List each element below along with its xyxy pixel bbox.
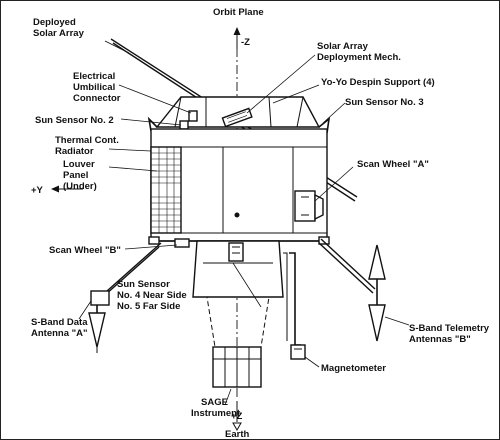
plus-y-arrow-icon — [51, 185, 59, 193]
label-thermal-radiator-2: Radiator — [55, 146, 94, 157]
label-louver-panel-2: Panel — [63, 170, 88, 181]
label-solar-array-mech-1: Solar Array — [317, 41, 369, 52]
louver-panel — [150, 146, 182, 234]
label-sun-sensor-3: Sun Sensor No. 3 — [345, 97, 424, 108]
label-scan-wheel-b: Scan Wheel "B" — [49, 245, 121, 256]
label-electrical-umbilical-1: Electrical — [73, 71, 115, 82]
lower-adapter — [192, 240, 306, 360]
electrical-umbilical-connector — [188, 110, 198, 122]
yoyo-support-left — [147, 116, 158, 132]
label-sun-sensor-2: Sun Sensor No. 2 — [35, 115, 114, 126]
label-sage-2: Instrument — [191, 408, 241, 419]
label-earth: Earth — [225, 429, 249, 439]
label-thermal-radiator-1: Thermal Cont. — [55, 135, 119, 146]
minus-z-arrow-icon — [233, 27, 241, 35]
main-body — [148, 128, 330, 245]
label-louver-panel-3: (Under) — [63, 181, 97, 192]
label-sband-data-2: Antenna "A" — [31, 328, 88, 339]
leader-lines — [78, 40, 410, 406]
label-yoyo-despin: Yo-Yo Despin Support (4) — [321, 77, 435, 88]
sband-data-antenna-a — [88, 242, 162, 353]
label-sun-sensor-45-3: No. 5 Far Side — [117, 301, 180, 312]
label-scan-wheel-a: Scan Wheel "A" — [357, 159, 429, 170]
label-sband-data-1: S-Band Data — [31, 317, 88, 328]
label-louver-panel-1: Louver — [63, 159, 95, 170]
sband-telemetry-antennas-b — [318, 238, 386, 342]
magnetometer-boom — [289, 252, 301, 346]
scan-wheel-b — [174, 238, 190, 248]
label-sun-sensor-45-2: No. 4 Near Side — [117, 290, 187, 301]
label-electrical-umbilical-2: Umbilical — [73, 82, 115, 93]
label-magnetometer: Magnetometer — [321, 363, 386, 374]
label-sun-sensor-45-1: Sun Sensor — [117, 279, 170, 290]
earth-direction-icon — [232, 422, 242, 432]
label-sage-1: SAGE — [201, 397, 228, 408]
label-electrical-umbilical-3: Connector — [73, 93, 121, 104]
sun-sensor-4-5 — [228, 242, 244, 262]
label-plus-z: +Z — [231, 411, 243, 422]
label-plus-y: +Y — [31, 185, 44, 196]
label-orbit-plane: Orbit Plane — [213, 7, 264, 18]
label-deployed-solar-array-2: Solar Array — [33, 28, 85, 39]
magnetometer — [290, 344, 306, 360]
label-deployed-solar-array-1: Deployed — [33, 17, 76, 28]
label-sband-telemetry-1: S-Band Telemetry — [409, 323, 490, 334]
label-sband-telemetry-2: Antennas "B" — [409, 334, 471, 345]
plus-y-axis — [51, 185, 83, 193]
label-solar-array-mech-2: Deployment Mech. — [317, 52, 401, 63]
body-center-point — [234, 212, 240, 218]
labels: Orbit Plane -Z +Z Earth +Y Deployed Sola… — [31, 7, 490, 439]
scan-wheel-a — [294, 190, 324, 222]
sun-sensor-2 — [179, 120, 189, 130]
sage-instrument — [212, 346, 262, 388]
label-minus-z: -Z — [241, 37, 250, 48]
